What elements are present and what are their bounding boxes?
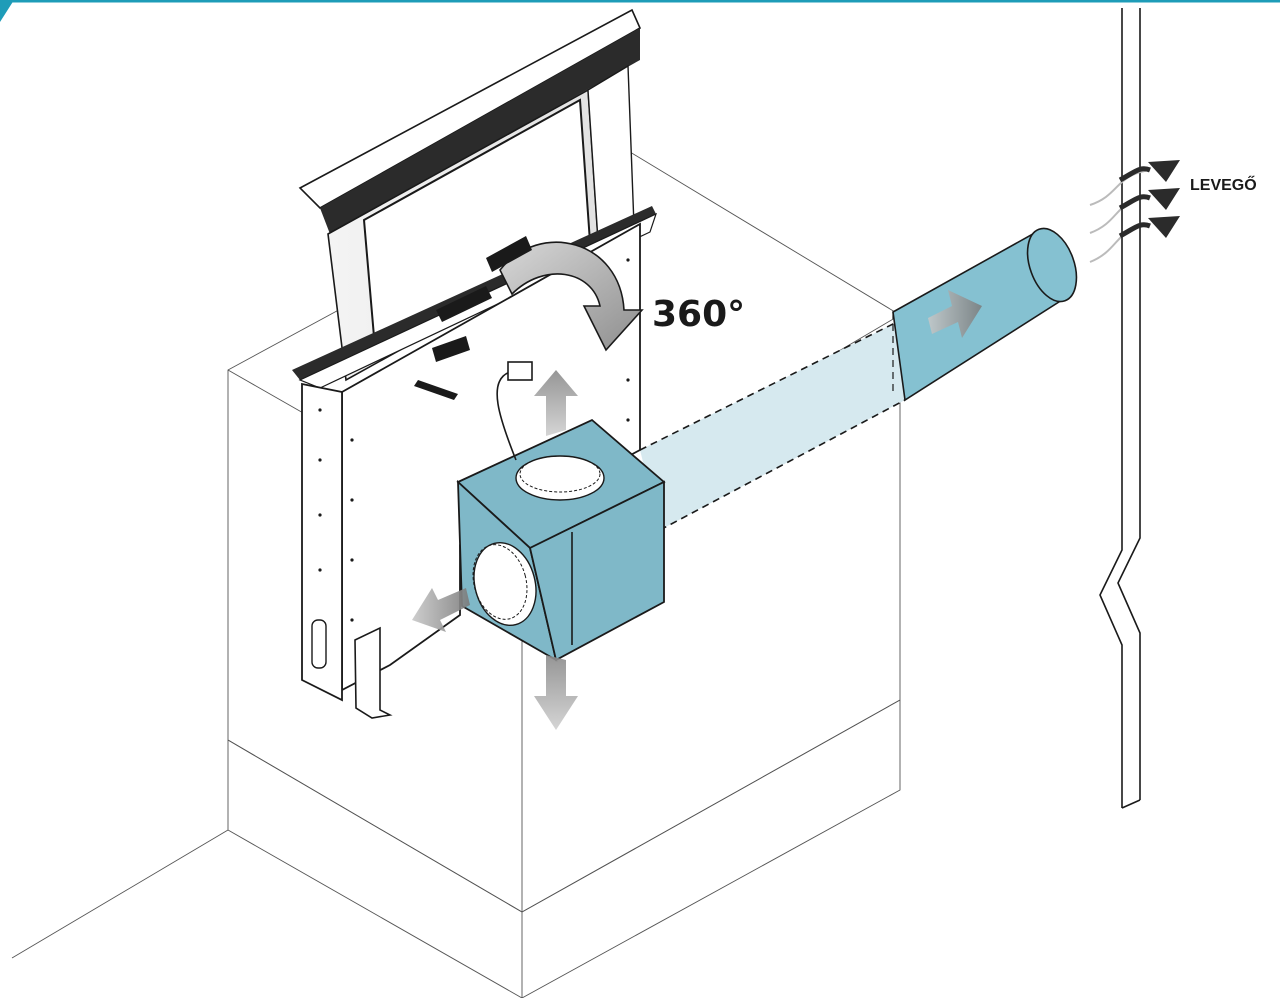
rotation-arrow-icon <box>414 236 644 400</box>
hood-top-bar <box>298 8 642 234</box>
frame-border <box>0 0 1280 22</box>
wall <box>1099 8 1141 809</box>
rotation-label: 360° <box>652 294 745 335</box>
flow-arrow-icon <box>928 290 982 338</box>
duct-hidden-section <box>639 312 906 531</box>
hood-glass-panel <box>327 64 635 382</box>
power-cable <box>496 361 533 461</box>
motor-box <box>456 418 666 662</box>
air-label: LEVEGŐ <box>1190 175 1257 194</box>
air-outflow-icon <box>1089 160 1180 263</box>
direction-arrows-icon <box>412 370 578 730</box>
hood-body <box>301 222 641 719</box>
room-floor <box>11 829 229 959</box>
exhaust-duct <box>892 227 1078 402</box>
